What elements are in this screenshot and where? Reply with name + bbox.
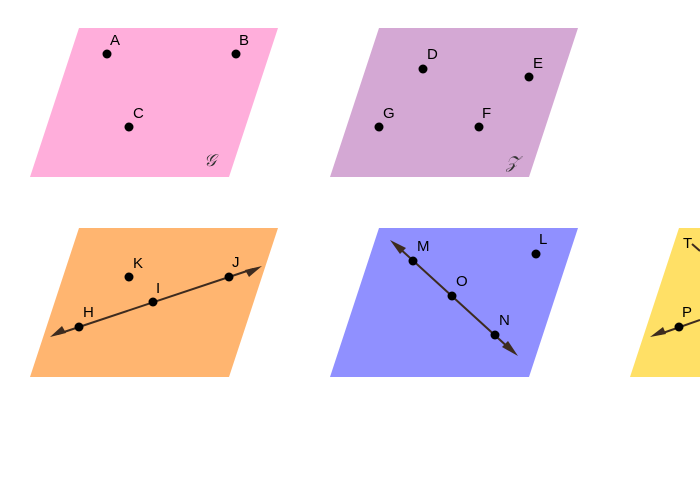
- point-e-label: E: [533, 55, 543, 72]
- plane-g-parallelogram: [30, 28, 278, 177]
- point-i-dot: [148, 297, 158, 307]
- point-f-label: F: [482, 105, 491, 122]
- point-l-dot: [531, 249, 541, 259]
- point-g-dot: [374, 122, 384, 132]
- plane-g-name: 𝒢: [204, 151, 219, 171]
- point-h-dot: [74, 322, 84, 332]
- point-p-dot: [674, 322, 684, 332]
- point-f-dot: [474, 122, 484, 132]
- point-k-dot: [124, 272, 134, 282]
- point-a-dot: [102, 49, 112, 59]
- point-b-label: B: [239, 32, 249, 49]
- point-i-label: I: [156, 280, 160, 297]
- point-g-label: G: [383, 105, 395, 122]
- line-hij-arrow-left: [50, 326, 66, 337]
- line-hij-arrow-right: [245, 266, 262, 277]
- point-c-label: C: [133, 105, 144, 122]
- point-e-dot: [524, 72, 534, 82]
- line-mon-arrow-top: [390, 240, 406, 254]
- line-t: [691, 243, 700, 252]
- point-l-label: L: [539, 231, 547, 248]
- point-o-label: O: [456, 273, 468, 290]
- plane-z-parallelogram: [330, 28, 578, 177]
- point-m-dot: [408, 256, 418, 266]
- point-c-dot: [124, 122, 134, 132]
- plane-yellow-parallelogram: [630, 228, 700, 377]
- point-n-dot: [490, 330, 500, 340]
- point-d-label: D: [427, 46, 438, 63]
- point-t-label: T: [683, 235, 692, 252]
- plane-z-name: 𝒵: [505, 153, 523, 173]
- point-o-dot: [447, 291, 457, 301]
- point-b-dot: [231, 49, 241, 59]
- point-h-label: H: [83, 304, 94, 321]
- point-j-label: J: [232, 254, 240, 271]
- line-mon-arrow-bottom: [502, 341, 518, 356]
- point-d-dot: [418, 64, 428, 74]
- point-a-label: A: [110, 32, 120, 49]
- line-p-arrow-left: [650, 327, 666, 337]
- point-p-label: P: [682, 304, 692, 321]
- point-j-dot: [224, 272, 234, 282]
- point-m-label: M: [417, 238, 430, 255]
- point-k-label: K: [133, 255, 143, 272]
- plane-blue-parallelogram: [330, 228, 578, 377]
- point-n-label: N: [499, 312, 510, 329]
